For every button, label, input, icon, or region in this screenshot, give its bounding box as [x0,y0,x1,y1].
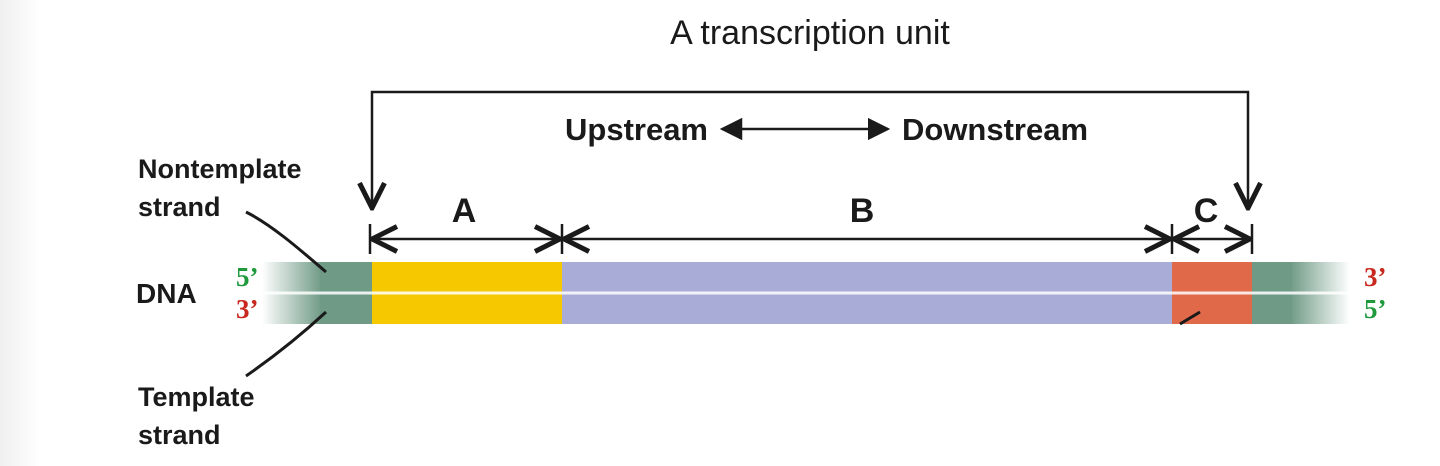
dna-label: DNA [136,278,197,309]
dna-double-strand [262,262,1350,326]
region-dimension-arrows [368,224,1254,254]
right-bottom-end-label: 5’ [1364,294,1387,324]
downstream-label: Downstream [902,112,1088,147]
right-top-end-label: 3’ [1364,262,1387,292]
edge-shadow [0,0,40,466]
transcription-unit-bracket [372,90,1248,208]
left-bottom-end-label: 3’ [236,294,259,324]
template-strand-label: Template strand [138,382,262,450]
template-pointer [245,310,328,378]
nontemplate-pointer [245,210,327,274]
region-c-label: C [1194,192,1219,230]
template-pointer-tail [1179,310,1201,326]
left-top-end-label: 5’ [236,262,259,292]
nontemplate-strand-label: Nontemplate strand [138,154,309,222]
region-a-label: A [452,192,477,230]
upstream-label: Upstream [565,112,708,147]
region-b-label: B [850,192,875,230]
diagram-title: A transcription unit [670,14,950,52]
